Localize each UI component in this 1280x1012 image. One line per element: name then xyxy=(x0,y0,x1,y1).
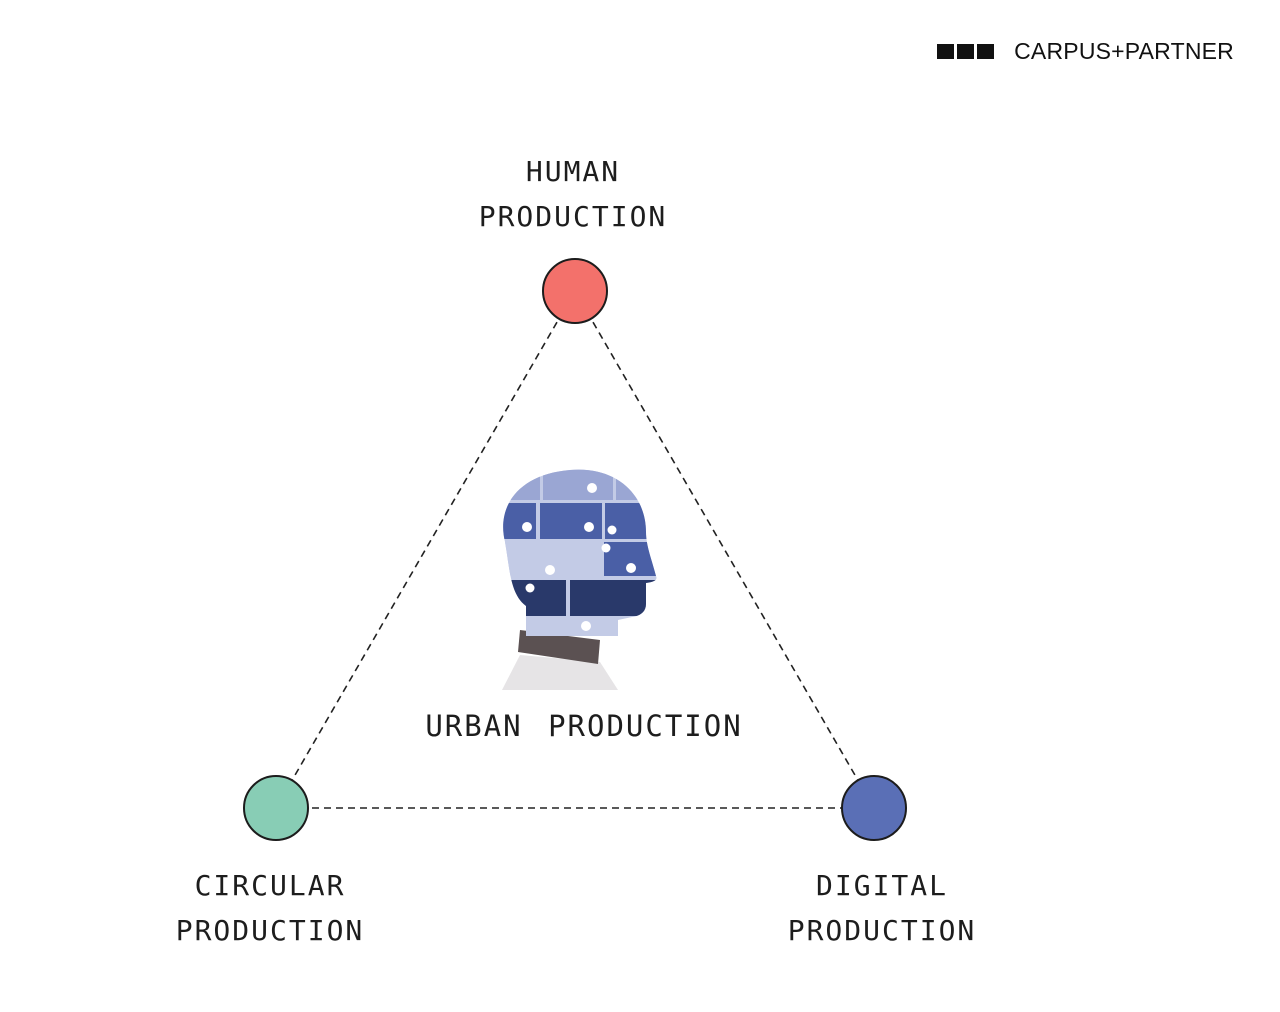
circular-production-node xyxy=(244,776,308,840)
human-production-node xyxy=(543,259,607,323)
circular-label-line1: CIRCULAR xyxy=(176,863,365,908)
human-label-line2: PRODUCTION xyxy=(479,194,668,239)
human-label-line1: HUMAN xyxy=(479,149,668,194)
human-production-label: HUMAN PRODUCTION xyxy=(479,149,668,239)
digital-label-line2: PRODUCTION xyxy=(788,908,977,953)
digital-production-node xyxy=(842,776,906,840)
circular-production-label: CIRCULAR PRODUCTION xyxy=(176,863,365,953)
urban-production-label: URBAN PRODUCTION xyxy=(425,709,742,743)
digital-label-line1: DIGITAL xyxy=(788,863,977,908)
circular-label-line2: PRODUCTION xyxy=(176,908,365,953)
digital-production-label: DIGITAL PRODUCTION xyxy=(788,863,977,953)
puzzle-head-icon xyxy=(490,460,680,690)
